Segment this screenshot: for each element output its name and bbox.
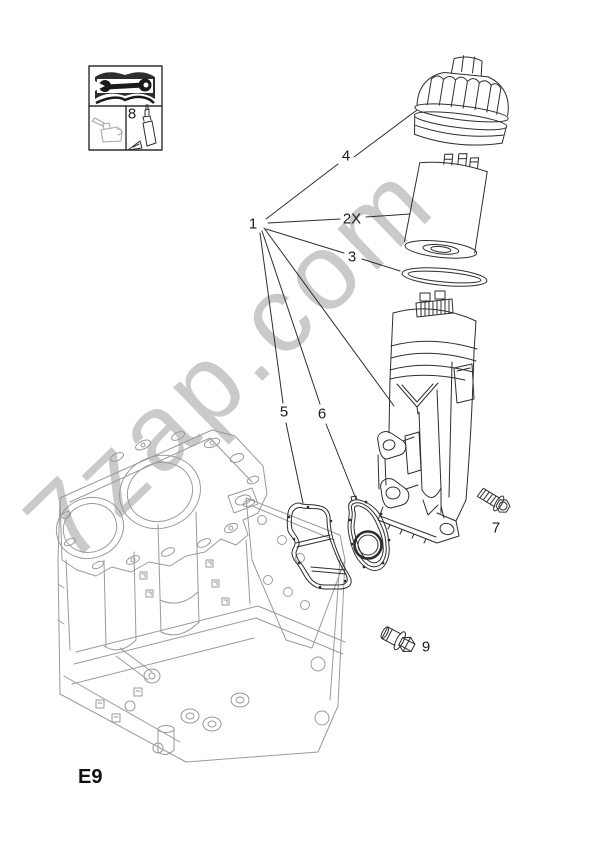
engine-block-drawing [55, 429, 346, 763]
oil-filter-housing [377, 290, 478, 544]
callout-7: 7 [491, 519, 501, 537]
callout-3: 3 [347, 248, 357, 266]
callout-9: 9 [421, 638, 431, 656]
drain-plug [380, 626, 416, 653]
legend-box [88, 65, 163, 151]
callout-5: 5 [279, 403, 289, 421]
callout-6: 6 [317, 405, 327, 423]
housing-gasket [286, 502, 352, 590]
callout-8: 8 [127, 105, 137, 123]
sealant-tube-icon [127, 104, 157, 151]
leader-lines [259, 109, 418, 504]
callout-4: 4 [341, 147, 351, 165]
o-ring-seal [401, 267, 488, 287]
bolt [476, 487, 511, 513]
diagram-code: E9 [78, 766, 103, 788]
ring-gasket [347, 495, 391, 571]
oil-filter-element [403, 153, 488, 259]
callout-2x: 2X [342, 210, 362, 228]
callout-1: 1 [248, 215, 258, 233]
manual-book-wrench-icon [95, 72, 155, 105]
oil-can-icon [91, 117, 123, 143]
oil-filter-cap [413, 55, 509, 146]
